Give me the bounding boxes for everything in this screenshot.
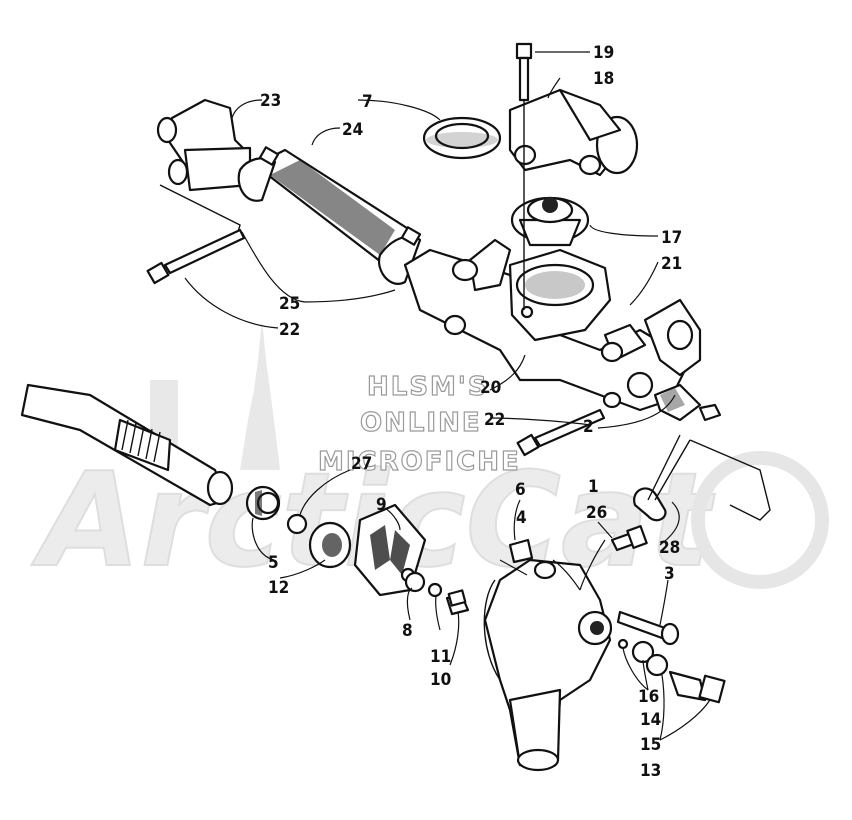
callout-16: 16 — [638, 687, 659, 707]
pump-cover-1 — [483, 558, 613, 772]
fitting-2 — [653, 383, 722, 422]
callout-11: 11 — [430, 647, 451, 667]
callout-22-left: 22 — [279, 320, 300, 340]
callout-6: 6 — [515, 480, 526, 500]
elbow-fitting-23 — [156, 98, 252, 192]
thermostat-17 — [510, 196, 590, 247]
callout-19: 19 — [593, 43, 614, 63]
dowel-4 — [508, 538, 534, 564]
outlet-elbow-18 — [508, 88, 639, 177]
seal-7 — [422, 116, 502, 160]
callouts: 1 2 3 4 5 6 7 8 9 10 11 12 13 14 15 16 1… — [260, 43, 682, 781]
line-art — [20, 42, 771, 772]
watermark-tower-icon — [240, 320, 280, 470]
callout-15: 15 — [640, 735, 661, 755]
callout-9: 9 — [376, 495, 387, 515]
ring-14 — [617, 638, 629, 650]
screw-10 — [445, 589, 470, 616]
bearing-5 — [245, 485, 281, 521]
callout-1: 1 — [588, 477, 599, 497]
callout-12: 12 — [268, 578, 289, 598]
washer-8 — [404, 571, 426, 593]
callout-2: 2 — [583, 417, 594, 437]
seal-12 — [308, 521, 352, 569]
gasket-21-hole — [666, 319, 694, 351]
callout-26: 26 — [586, 503, 607, 523]
washer-11 — [427, 582, 443, 598]
washer-27 — [286, 513, 308, 535]
washer-15 — [645, 653, 669, 677]
drain-plug-13 — [668, 670, 726, 704]
callout-14: 14 — [640, 710, 661, 730]
screw-26 — [610, 525, 648, 552]
callout-28: 28 — [659, 538, 680, 558]
thermostat-housing-20 — [403, 238, 692, 412]
callout-25: 25 — [279, 294, 300, 314]
callout-27: 27 — [351, 454, 372, 474]
callout-4: 4 — [516, 508, 527, 528]
bolt-19 — [515, 42, 533, 310]
watermark-line2: ONLINE — [360, 408, 482, 438]
callout-7: 7 — [362, 92, 373, 112]
hose-24 — [237, 146, 422, 285]
axis-line — [159, 184, 241, 233]
callout-13: 13 — [640, 761, 661, 781]
callout-17: 17 — [661, 228, 682, 248]
callout-3: 3 — [664, 564, 675, 584]
impeller-shaft — [20, 383, 234, 507]
callout-21: 21 — [661, 254, 682, 274]
screw-3 — [616, 610, 680, 646]
axis-line-right — [689, 439, 771, 521]
callout-23: 23 — [260, 91, 281, 111]
callout-8: 8 — [402, 621, 413, 641]
callout-10: 10 — [430, 670, 451, 690]
callout-22-right: 22 — [484, 410, 505, 430]
watermark-wheel-icon — [691, 451, 829, 589]
callout-18: 18 — [593, 69, 614, 89]
clip-28 — [633, 434, 691, 522]
bolt-22-right — [516, 408, 606, 457]
watermark-line3: MICROFICHE — [318, 447, 521, 477]
leader-lines — [184, 51, 711, 741]
watermark-line1: HLSM'S — [367, 372, 489, 402]
bolt-22-left — [146, 228, 246, 285]
callout-24: 24 — [342, 120, 363, 140]
callout-5: 5 — [268, 553, 279, 573]
callout-20: 20 — [480, 378, 501, 398]
